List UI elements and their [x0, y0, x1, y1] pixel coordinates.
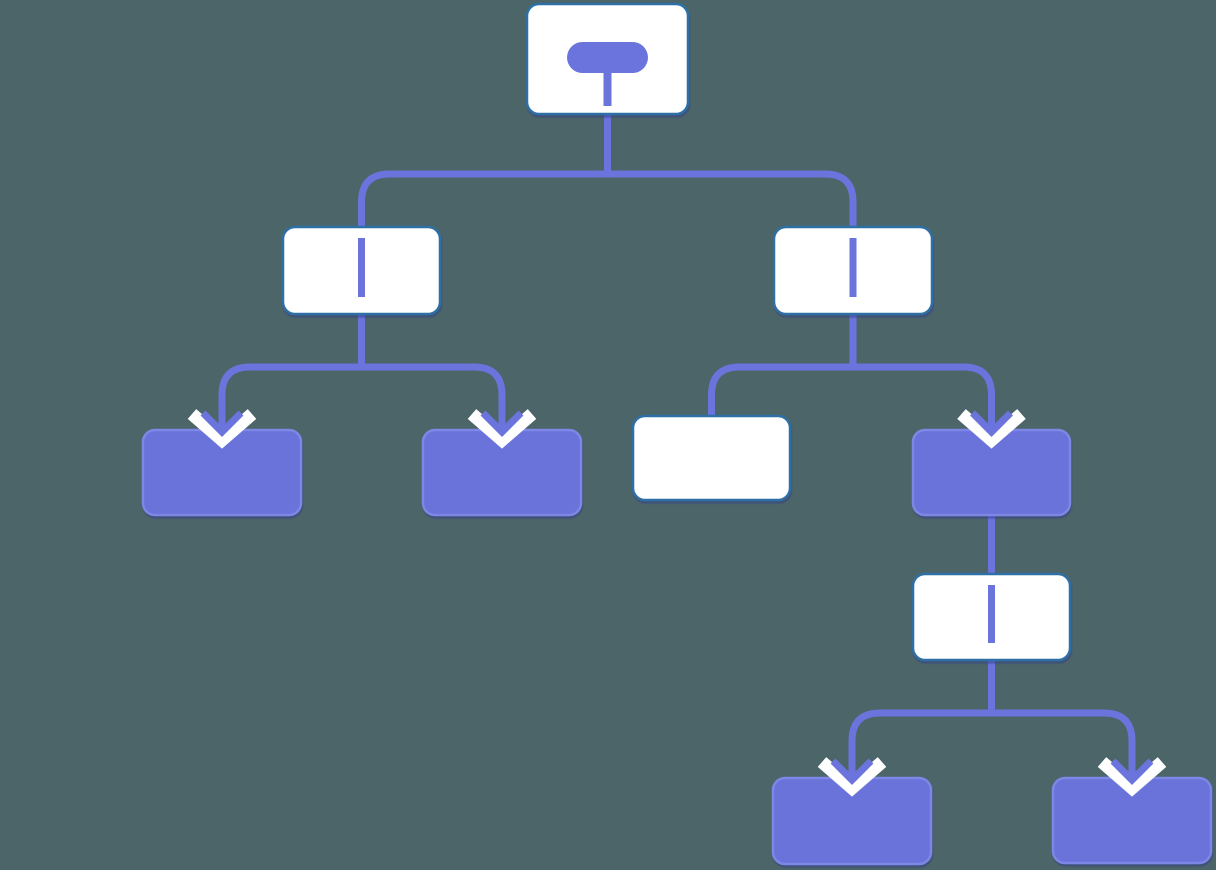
- expand-arrow-icon: [200, 410, 244, 437]
- connector-edge-branch-right: [708, 312, 995, 429]
- tree-node-child-plain[interactable]: [631, 414, 792, 502]
- expand-arrow-icon: [1110, 758, 1154, 785]
- expand-arrow-icon: [830, 758, 874, 785]
- chevron-highlight-icon: [817, 757, 887, 797]
- chevron-highlight-icon: [467, 409, 537, 449]
- root-pill-icon: [567, 42, 648, 73]
- chevron-highlight-icon: [1097, 757, 1167, 797]
- connector-edge-branch-left: [218, 312, 506, 429]
- connector-layer: [218, 112, 1136, 777]
- chevron-highlight-icon: [957, 409, 1026, 449]
- expand-arrow-icon: [480, 410, 524, 437]
- chevron-highlight-icon: [187, 409, 257, 449]
- node-layer: [141, 2, 1213, 866]
- connector-edge-root: [358, 112, 857, 232]
- expand-arrow-icon: [970, 410, 1013, 437]
- connector-edge-sub-branch: [848, 658, 1136, 777]
- glyph-layer: [187, 42, 1167, 797]
